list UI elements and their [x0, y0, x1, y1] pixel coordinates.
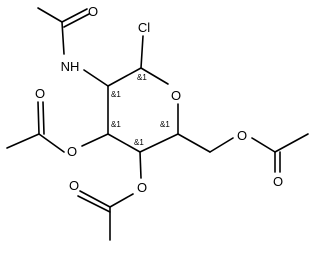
bond-methyl-carbonyl-top	[37, 7, 63, 23]
bond-c5-c6	[177, 133, 211, 153]
atom-o-ring: O	[171, 88, 181, 103]
bond-o-carbonyl-left	[38, 133, 65, 153]
bond-c1-cl	[140, 35, 144, 69]
bonds	[6, 7, 309, 241]
atom-o-ester-c4: O	[137, 180, 147, 195]
bond-c1-o5	[140, 67, 169, 85]
stereo-label-c2: &1	[111, 90, 121, 99]
atom-o-ester-c3: O	[67, 144, 77, 159]
atom-cl: Cl	[138, 20, 150, 35]
bond-carbonyl-methyl-right	[274, 133, 309, 153]
bond-carbonyl-n	[61, 21, 65, 55]
atom-o-ester-c6: O	[237, 128, 247, 143]
bond-carbonyl-o-left-b	[42, 101, 45, 135]
bond-c6-o	[209, 137, 234, 153]
stereo-label-c5: &1	[160, 120, 170, 129]
bond-o-carbonyl-right	[251, 137, 276, 153]
bond-c2-c1	[107, 67, 142, 87]
atom-labels: O NH Cl O O O O O O O	[35, 4, 283, 195]
bond-o-carbonyl-bottom	[109, 193, 134, 208]
atom-o-carbonyl-c3: O	[35, 86, 45, 101]
bond-carbonyl-o-top-a	[61, 8, 88, 23]
stereo-label-c4: &1	[134, 138, 144, 147]
bond-c4-c3	[107, 133, 141, 153]
atom-o-acetamido-carbonyl: O	[88, 4, 98, 19]
bond-carbonyl-o-left-a	[37, 101, 40, 135]
bond-c5-c4	[139, 133, 179, 153]
bond-c3-o	[81, 133, 109, 147]
atom-o-carbonyl-c6: O	[273, 174, 283, 189]
bond-c4-o	[139, 151, 142, 179]
atom-o-carbonyl-c4: O	[69, 178, 79, 193]
atom-nh: NH	[61, 59, 80, 74]
bond-carbonyl-methyl-left	[6, 133, 40, 149]
stereo-label-c3: &1	[111, 120, 121, 129]
bond-carbonyl-o-bottom-a	[79, 190, 111, 208]
bond-carbonyl-o-bottom-b	[77, 195, 111, 213]
stereo-labels: &1 &1 &1 &1 &1	[111, 73, 170, 147]
bond-n-c2	[83, 69, 109, 87]
stereo-label-c1: &1	[137, 73, 147, 82]
bond-carbonyl-o-top-b	[63, 13, 90, 28]
